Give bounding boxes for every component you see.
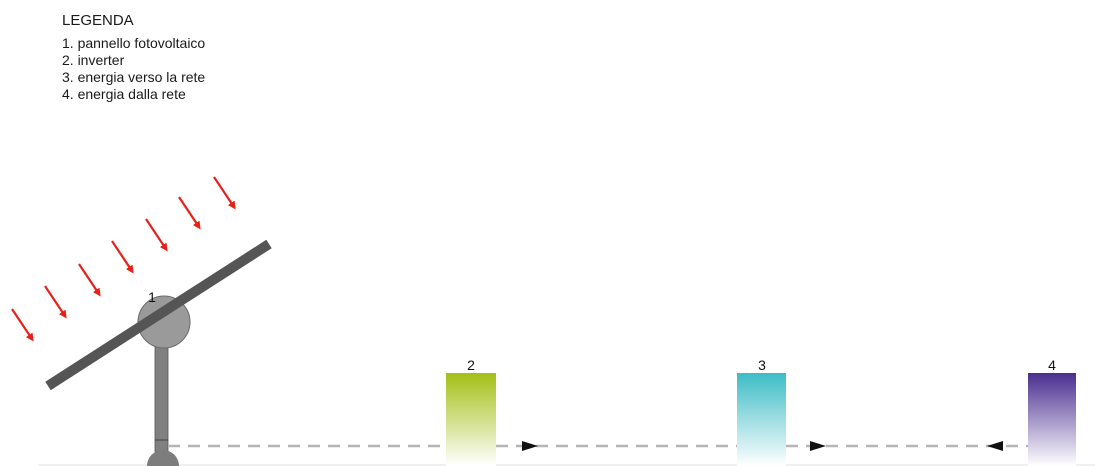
flow-arrow-right <box>522 441 538 451</box>
sun-arrow <box>78 263 101 297</box>
pole <box>154 339 169 466</box>
from-grid-box <box>1028 373 1076 466</box>
energy-flow-line <box>168 441 1028 451</box>
sun-arrow <box>44 285 67 319</box>
label-to-grid: 3 <box>758 357 766 373</box>
label-from-grid: 4 <box>1048 357 1056 373</box>
sun-arrow <box>11 308 34 342</box>
sun-arrow <box>213 176 236 210</box>
legend-item-2: 2. inverter <box>62 52 125 68</box>
sun-arrows <box>11 176 236 342</box>
flow-arrow-right <box>810 441 826 451</box>
legend: LEGENDA 1. pannello fotovoltaico 2. inve… <box>62 12 205 103</box>
legend-item-4: 4. energia dalla rete <box>62 86 186 102</box>
flow-arrow-left <box>987 441 1003 451</box>
inverter-box <box>446 373 496 466</box>
to-grid-box <box>737 373 786 466</box>
label-panel: 1 <box>148 289 156 305</box>
sun-arrow <box>111 240 134 274</box>
sun-arrow <box>145 218 168 252</box>
sun-arrow <box>178 196 201 230</box>
pole-base <box>147 450 179 466</box>
legend-item-1: 1. pannello fotovoltaico <box>62 35 206 51</box>
label-inverter: 2 <box>467 357 475 373</box>
legend-item-3: 3. energia verso la rete <box>62 69 206 85</box>
legend-title: LEGENDA <box>62 12 134 29</box>
photovoltaic-panel <box>45 239 272 391</box>
